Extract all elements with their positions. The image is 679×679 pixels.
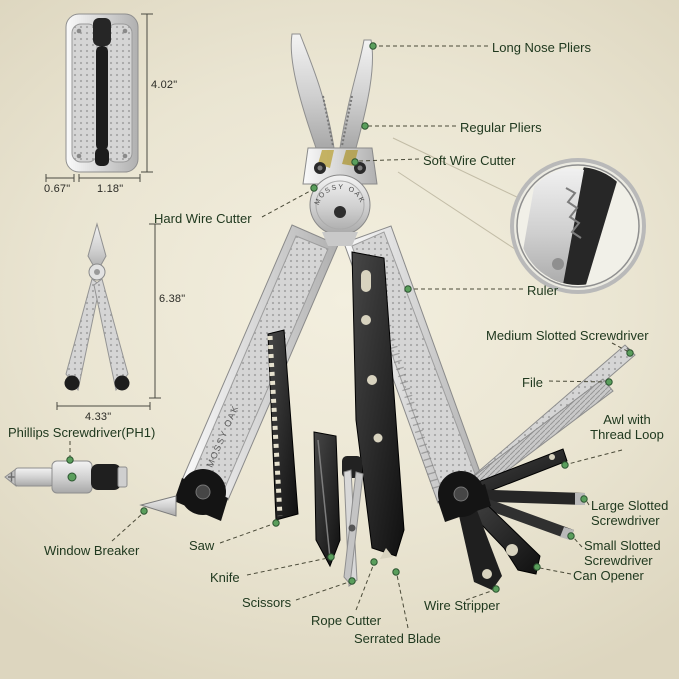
leader-lines	[69, 45, 630, 629]
dim-closed-width: 1.18"	[97, 183, 124, 195]
phillips-bit-tool	[4, 460, 128, 494]
bit-callout-dot	[67, 472, 77, 482]
closed-tool-view	[65, 13, 139, 173]
label-window-breaker: Window Breaker	[44, 543, 140, 558]
window-breaker-tip	[139, 495, 177, 517]
closed-tool-dimensions	[45, 13, 153, 182]
dim-pliers-width: 4.33"	[85, 411, 112, 423]
label-medium-slotted-screwdriver: Medium Slotted Screwdriver	[486, 328, 649, 343]
label-knife: Knife	[210, 570, 240, 585]
label-ruler: Ruler	[527, 283, 559, 298]
label-small-slotted-screwdriver: Small Slotted Screwdriver	[584, 538, 661, 569]
label-phillips-screwdriver: Phillips Screwdriver(PH1)	[8, 425, 156, 440]
saw-tool	[267, 329, 299, 521]
label-scissors: Scissors	[242, 595, 292, 610]
serrated-blade-tool	[351, 251, 405, 559]
label-large-slotted-screwdriver: Large Slotted Screwdriver	[591, 498, 669, 529]
open-pliers-view	[64, 222, 130, 392]
label-long-nose-pliers: Long Nose Pliers	[492, 40, 591, 55]
main-multitool: MOSSY OAK	[139, 33, 636, 590]
label-hard-wire-cutter: Hard Wire Cutter	[154, 211, 252, 226]
dim-pliers-height: 6.38"	[159, 293, 186, 305]
open-pliers-dimensions	[56, 223, 161, 410]
dim-closed-height: 4.02"	[151, 79, 178, 91]
label-can-opener: Can Opener	[573, 568, 644, 583]
scissors-tool	[342, 456, 364, 587]
dim-closed-thickness: 0.67"	[44, 183, 71, 195]
label-saw: Saw	[189, 538, 215, 553]
label-serrated-blade: Serrated Blade	[354, 631, 441, 646]
label-awl-with-thread-loop: Awl with Thread Loop	[590, 412, 664, 443]
rope-cutter-notch	[380, 548, 393, 559]
callout-dots	[66, 42, 634, 593]
knife-tool	[313, 431, 341, 568]
label-rope-cutter: Rope Cutter	[311, 613, 382, 628]
label-regular-pliers: Regular Pliers	[460, 120, 542, 135]
handle-end-caps	[139, 469, 491, 522]
label-soft-wire-cutter: Soft Wire Cutter	[423, 153, 516, 168]
brand-logo-mark	[334, 206, 346, 218]
wire-stripper-tool	[455, 492, 502, 590]
label-wire-stripper: Wire Stripper	[424, 598, 500, 613]
magnifier-detail	[392, 137, 646, 294]
label-file: File	[522, 375, 543, 390]
pliers-head: MOSSY OAK	[290, 33, 378, 246]
